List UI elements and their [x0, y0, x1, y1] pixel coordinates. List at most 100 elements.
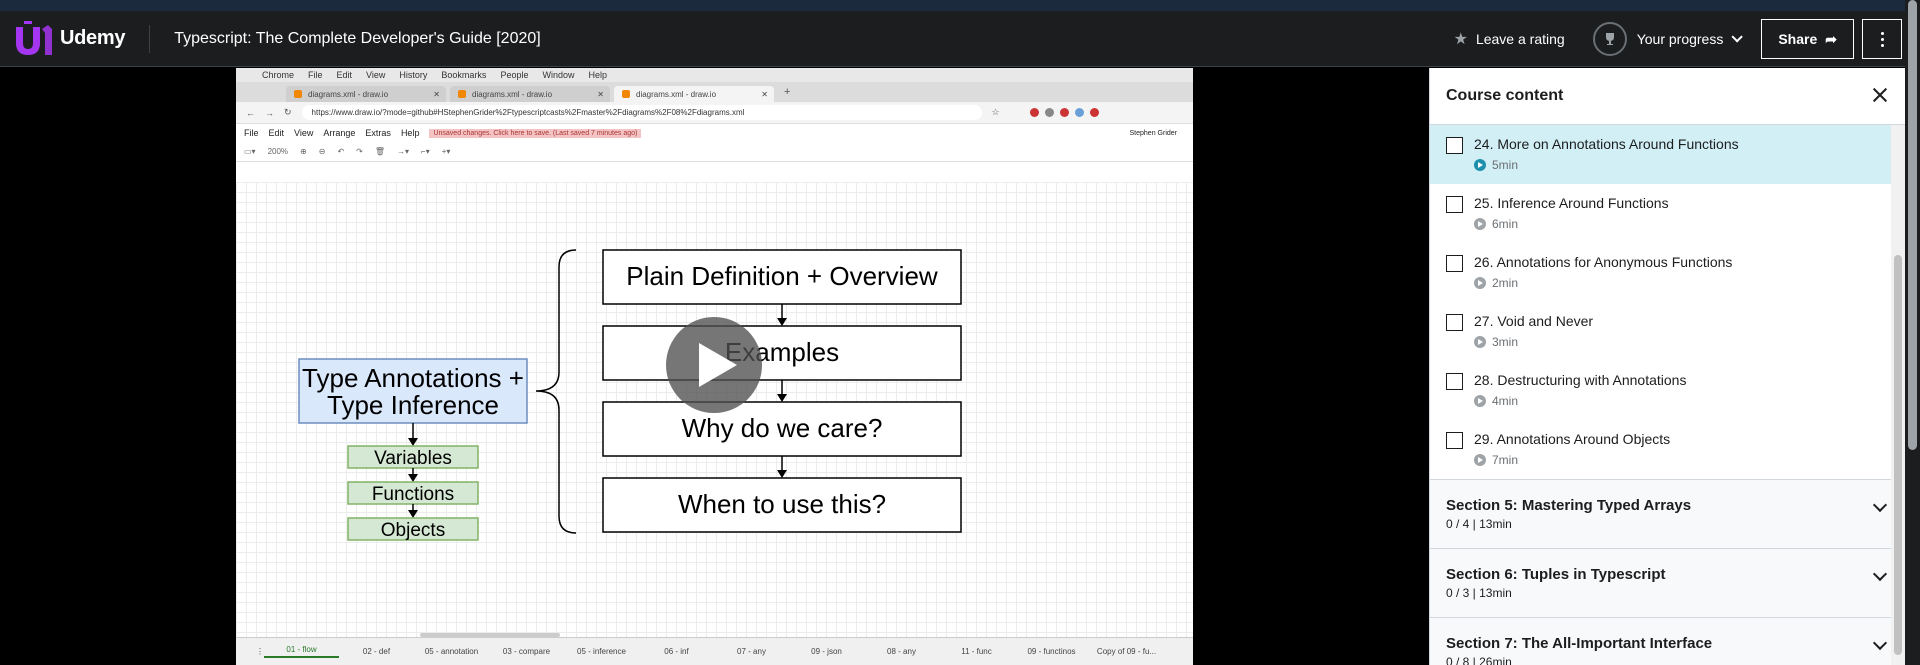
- lecture-checkbox[interactable]: [1446, 314, 1463, 331]
- play-circle-icon: [1474, 218, 1486, 230]
- connector-icon: →▾: [397, 147, 410, 156]
- zoom-in-icon: ⊕: [300, 147, 307, 156]
- lecture-checkbox[interactable]: [1446, 432, 1463, 449]
- browser-tab: diagrams.xml - draw.io ✕: [450, 86, 610, 102]
- drawio-menu: File Edit View Arrange Extras Help Unsav…: [236, 124, 1193, 142]
- page-tab: 03 - compare: [502, 647, 551, 656]
- close-icon: ✕: [597, 89, 604, 99]
- mac-menu-item: View: [366, 70, 386, 80]
- section-meta: 0 / 8 | 26min: [1446, 655, 1512, 665]
- page-view-icon: ▭▾: [244, 147, 256, 156]
- section-header[interactable]: Section 6: Tuples in Typescript 0 / 3 | …: [1430, 548, 1905, 617]
- lecture-item[interactable]: 28. Destructuring with Annotations 4min: [1430, 361, 1905, 420]
- your-progress-button[interactable]: Your progress: [1592, 22, 1744, 56]
- duration-text: 3min: [1492, 335, 1519, 349]
- left-box-line-2: Type Inference: [327, 390, 499, 420]
- lecture-duration: 5min: [1474, 158, 1739, 172]
- leave-rating-button[interactable]: ★ Leave a rating: [1454, 29, 1565, 49]
- duration-text: 2min: [1492, 276, 1519, 290]
- dot-icon: [1880, 43, 1884, 47]
- lecture-title: 26. Annotations for Anonymous Functions: [1474, 254, 1733, 270]
- scrollbar-thumb[interactable]: [1894, 255, 1902, 655]
- share-button[interactable]: Share ➦: [1761, 19, 1854, 59]
- share-label: Share: [1778, 31, 1818, 47]
- zoom-out-icon: ⊖: [318, 147, 326, 156]
- insert-icon: +▾: [441, 147, 451, 156]
- play-button[interactable]: [666, 317, 762, 413]
- bookmark-star-icon: ☆: [991, 107, 1000, 117]
- extension-icon: [1089, 108, 1099, 117]
- course-content-sidebar: Course content 24. More on Annotations A…: [1429, 68, 1905, 665]
- section-title: Section 6: Tuples in Typescript: [1446, 566, 1666, 583]
- variables-label: Variables: [374, 448, 452, 469]
- url-text: https://www.draw.io/?mode=github#HStephe…: [311, 108, 745, 117]
- delete-icon: 🗑: [374, 147, 386, 156]
- section-meta: 0 / 3 | 13min: [1446, 586, 1512, 600]
- lecture-title: 25. Inference Around Functions: [1474, 195, 1669, 211]
- more-options-button[interactable]: [1862, 19, 1902, 59]
- functions-label: Functions: [372, 484, 454, 505]
- drawio-menu-item: Extras: [365, 128, 391, 138]
- lecture-item[interactable]: 27. Void and Never 3min: [1430, 302, 1905, 361]
- section-header[interactable]: Section 7: The All-Important Interface 0…: [1430, 617, 1905, 665]
- forward-icon: →: [265, 107, 274, 118]
- drawio-menu-item: File: [244, 128, 259, 138]
- lecture-title: 28. Destructuring with Annotations: [1474, 372, 1687, 388]
- diagram: Type Annotations + Type Inference Variab…: [298, 249, 962, 541]
- page-tab: Copy of 09 - fu...: [1096, 647, 1157, 656]
- drawio-menu-item: Help: [400, 128, 420, 138]
- lecture-checkbox[interactable]: [1446, 137, 1463, 154]
- menu-dots-icon: ⋮: [256, 647, 264, 656]
- video-frame[interactable]: Chrome File Edit View History Bookmarks …: [236, 68, 1193, 665]
- section-title: Section 5: Mastering Typed Arrays: [1446, 497, 1692, 514]
- drawio-icon: [622, 90, 630, 98]
- lecture-duration: 2min: [1474, 276, 1732, 290]
- mac-menu-item: Edit: [336, 70, 353, 80]
- mac-menubar: Chrome File Edit View History Bookmarks …: [236, 68, 1193, 82]
- close-icon: ✕: [433, 89, 440, 99]
- play-circle-icon: [1474, 277, 1486, 289]
- sidebar-scrollbar[interactable]: [1891, 125, 1905, 665]
- section-meta: 0 / 4 | 13min: [1446, 517, 1512, 531]
- play-circle-icon: [1474, 454, 1486, 466]
- page-tab: 05 - annotation: [424, 647, 479, 656]
- redo-icon: ↷: [356, 147, 363, 156]
- scrollbar-thumb[interactable]: [1908, 0, 1917, 450]
- lecture-item[interactable]: 24. More on Annotations Around Functions…: [1430, 125, 1905, 184]
- drawio-icon: [458, 90, 466, 98]
- mac-menu-item: Window: [542, 70, 575, 80]
- lecture-item[interactable]: 29. Annotations Around Objects 7min: [1430, 420, 1905, 479]
- video-player[interactable]: Chrome File Edit View History Bookmarks …: [0, 68, 1429, 665]
- close-icon: ✕: [761, 89, 768, 99]
- drawio-toolbar: ▭▾ 200% ⊕ ⊖ ↶ ↷ 🗑 →▾ ⌐▾ +▾: [236, 142, 1193, 162]
- why-care-label: Why do we care?: [682, 413, 883, 443]
- extension-icon: [1074, 108, 1084, 117]
- lecture-checkbox[interactable]: [1446, 255, 1463, 272]
- when-use-label: When to use this?: [678, 489, 886, 519]
- page-tab: 02 - def: [362, 647, 391, 656]
- course-title[interactable]: Typescript: The Complete Developer's Gui…: [174, 29, 541, 47]
- browser-tabs: diagrams.xml - draw.io ✕ diagrams.xml - d…: [236, 82, 1193, 102]
- udemy-logo[interactable]: Udemy: [14, 11, 126, 67]
- close-icon[interactable]: [1871, 86, 1889, 104]
- header-divider: [149, 24, 151, 53]
- lecture-checkbox[interactable]: [1446, 373, 1463, 390]
- mac-menu-item: History: [399, 70, 428, 80]
- duration-text: 7min: [1492, 453, 1519, 467]
- header: Udemy Typescript: The Complete Developer…: [0, 11, 1920, 67]
- lecture-item[interactable]: 25. Inference Around Functions 6min: [1430, 184, 1905, 243]
- browser-tab-label: diagrams.xml - draw.io: [308, 89, 389, 99]
- section-header[interactable]: Section 5: Mastering Typed Arrays 0 / 4 …: [1430, 479, 1905, 548]
- zoom-level: 200%: [267, 147, 289, 156]
- lecture-checkbox[interactable]: [1446, 196, 1463, 213]
- extension-icon: [1044, 108, 1054, 117]
- lecture-item[interactable]: 26. Annotations for Anonymous Functions …: [1430, 243, 1905, 302]
- canvas-scrollbar: [420, 633, 560, 637]
- definition-box: [602, 249, 962, 305]
- objects-label: Objects: [381, 520, 445, 541]
- mac-menu-item: Chrome: [262, 70, 295, 80]
- page-scrollbar[interactable]: [1905, 0, 1920, 665]
- brand-name: Udemy: [60, 27, 126, 49]
- browser-tab-label: diagrams.xml - draw.io: [472, 89, 553, 99]
- page-tab: 11 - func: [961, 647, 992, 656]
